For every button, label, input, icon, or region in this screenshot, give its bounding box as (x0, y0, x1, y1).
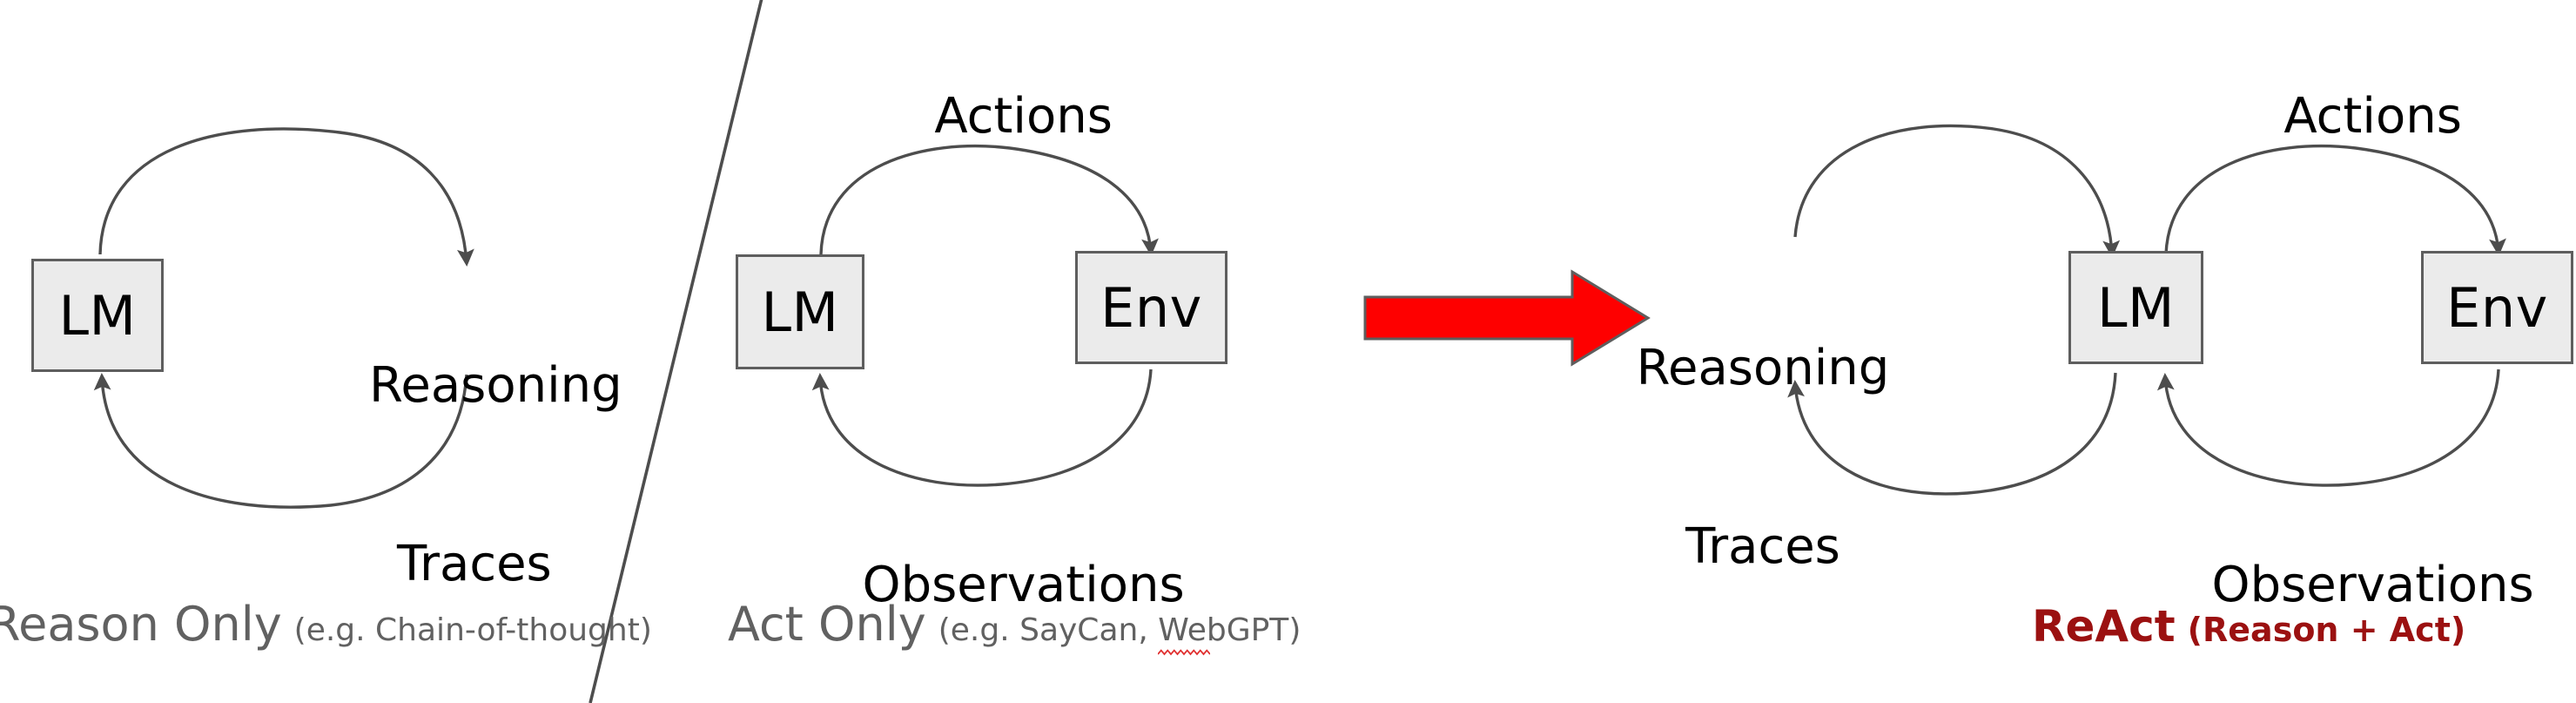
red-transition-arrow (1363, 269, 1651, 367)
misspelled-text: WebGPT (1158, 612, 1289, 648)
edge-label-observations-right: Observations (2133, 504, 2551, 667)
edge-label-actions-right: Actions (2168, 35, 2516, 199)
caption-title: Reason Only (0, 597, 282, 652)
edge-label-line1: Reasoning (1636, 339, 1890, 396)
edge-label-text: Actions (934, 87, 1113, 145)
node-label: LM (761, 280, 839, 344)
edge-label-text: Actions (2283, 87, 2462, 145)
node-lm-reason-only: LM (31, 259, 164, 372)
edge-label-text: Observations (2211, 556, 2534, 613)
arc-observations-right (2156, 368, 2500, 487)
node-lm-act-only: LM (736, 254, 864, 369)
caption-subtitle: (Reason + Act) (2187, 611, 2466, 649)
edge-label-reasoning-traces-left: Reasoning Traces (369, 237, 630, 703)
edge-label-reasoning-traces-right: Reasoning Traces (1619, 220, 1907, 696)
caption-subtitle: (e.g. Chain-of-thought) (293, 612, 652, 648)
arc-reasoning-traces-left (93, 127, 474, 509)
caption-react: ReAct (Reason + Act) (2032, 601, 2465, 652)
spellcheck-squiggle-icon (1158, 649, 1211, 656)
node-env-act-only: Env (1075, 251, 1227, 364)
caption-subtitle-after: ) (1288, 612, 1301, 648)
node-label: Env (1100, 275, 1202, 340)
node-lm-react: LM (2068, 251, 2203, 364)
node-label: Env (2446, 275, 2548, 340)
edge-label-line1: Reasoning (369, 356, 622, 414)
arc-reasoning-traces-right (1787, 124, 2121, 496)
arc-actions-middle (819, 144, 1159, 256)
edge-label-actions-middle: Actions (818, 35, 1167, 199)
caption-reason-only: Reason Only (e.g. Chain-of-thought) (0, 597, 652, 652)
edge-label-observations-middle: Observations (784, 504, 1201, 667)
edge-label-text: Observations (862, 556, 1185, 613)
caption-subtitle-misspelled-word: WebGPT (1158, 612, 1289, 656)
arc-observations-middle (811, 368, 1153, 487)
diagonal-divider (589, 0, 763, 703)
caption-act-only: Act Only (e.g. SayCan, WebGPT) (728, 597, 1301, 656)
node-env-react: Env (2421, 251, 2573, 364)
caption-title: ReAct (2032, 601, 2176, 652)
node-label: LM (2096, 275, 2176, 340)
caption-title: Act Only (728, 597, 926, 652)
edge-label-line2: Traces (397, 535, 552, 592)
edge-label-line2: Traces (1685, 517, 1840, 575)
node-label: LM (58, 283, 137, 348)
caption-subtitle-before: (e.g. SayCan, (938, 612, 1159, 648)
arc-actions-right (2164, 144, 2506, 256)
